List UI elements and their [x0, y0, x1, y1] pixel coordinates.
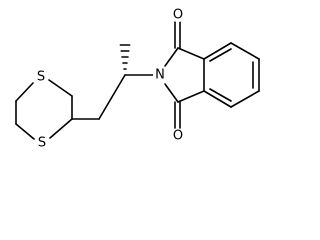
bond-ar-4 [230, 90, 260, 108]
bond-n-c-lower [164, 83, 179, 103]
bond-ch2-s-bottom [15, 123, 35, 140]
oxygen-bottom-label: O [173, 129, 183, 144]
aromatic-inner-3 [209, 88, 232, 102]
bond-ch-s-top [48, 79, 73, 97]
bond-s-top-ch2 [15, 82, 34, 102]
nitrogen-label: N [155, 68, 165, 83]
sulfur-top-label: S [37, 70, 45, 85]
bond-c-upper-ar [177, 47, 205, 60]
bond-ar-2 [230, 42, 260, 60]
aromatic-inner-1 [209, 48, 232, 62]
bond-ar-1 [203, 42, 232, 60]
linker-chain [71, 74, 154, 120]
bond-ch2-stereocenter [98, 74, 126, 120]
oxygen-top-label: O [173, 8, 183, 23]
phthalimide [164, 21, 260, 129]
hashed-wedge-methyl [119, 44, 131, 70]
bond-c-lower-ar [177, 90, 205, 103]
sulfur-bottom-label: S [38, 136, 46, 151]
chemical-structure-diagram: O N O S S [15, 8, 260, 151]
bond-ar-5 [203, 90, 232, 108]
bond-s-bottom-ch [49, 118, 73, 139]
dithiolane-ring [15, 79, 73, 140]
bond-n-c-upper [164, 47, 179, 67]
atom-labels: O N O S S [34, 8, 185, 151]
